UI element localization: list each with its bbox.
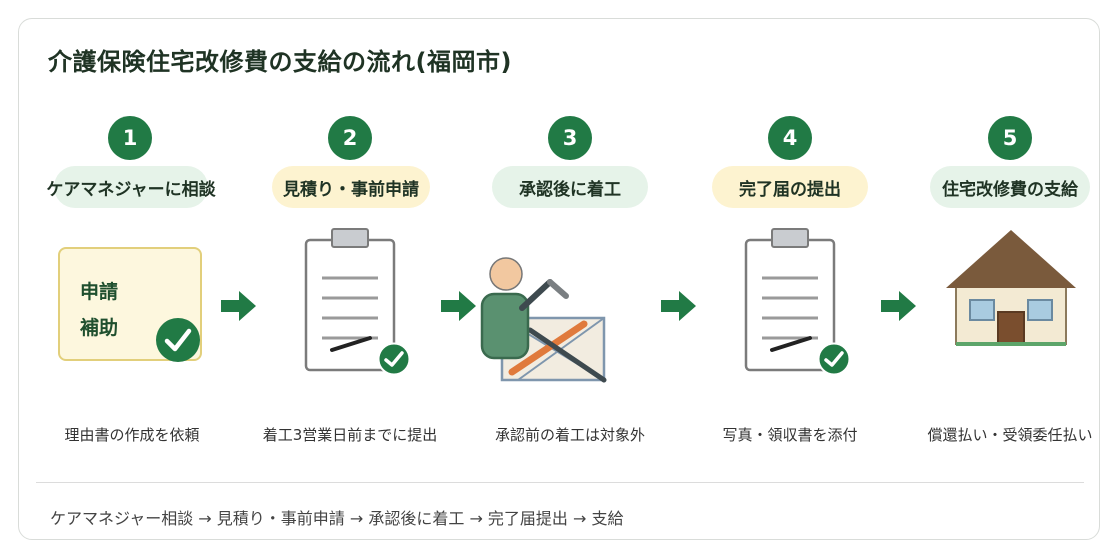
step-5-label-pill: 住宅改修費の支給: [930, 166, 1090, 208]
step-3-label-pill: 承認後に着工: [492, 166, 648, 208]
application-box-line2: 補助: [80, 317, 119, 339]
house-icon: [946, 230, 1076, 346]
step-4-badge: 4: [768, 116, 812, 160]
step-5-note: 償還払い・受領委任払い: [927, 426, 1093, 444]
step-1-note: 理由書の作成を依頼: [64, 426, 200, 444]
step-3-badge: 3: [548, 116, 592, 160]
step-2-badge: 2: [328, 116, 372, 160]
step-5-label: 住宅改修費の支給: [942, 179, 1078, 200]
step-4-label-pill: 完了届の提出: [712, 166, 868, 208]
arrow-right-icon: [661, 291, 696, 321]
step-2-label: 見積り・事前申請: [283, 179, 419, 200]
arrow-right-icon: [881, 291, 916, 321]
arrow-right-icon: [441, 291, 476, 321]
clipboard-icon: [304, 228, 396, 372]
step-4-label: 完了届の提出: [739, 179, 841, 200]
step-1-label-pill: ケアマネジャーに相談: [46, 166, 216, 208]
step-5-badge: 5: [988, 116, 1032, 160]
page-title: 介護保険住宅改修費の支給の流れ(福岡市): [48, 48, 512, 76]
flow-summary: ケアマネジャー相談 → 見積り・事前申請 → 承認後に着工 → 完了届提出 → …: [50, 509, 624, 528]
step-4-note: 写真・領収書を添付: [722, 426, 858, 444]
check-icon: [156, 318, 200, 362]
application-box: 申請 補助: [58, 247, 202, 361]
clipboard-icon: [744, 228, 836, 372]
step-1-badge: 1: [108, 116, 152, 160]
check-icon: [817, 342, 851, 376]
divider: [36, 482, 1084, 483]
check-icon: [377, 342, 411, 376]
step-2-label-pill: 見積り・事前申請: [272, 166, 430, 208]
step-2-note: 着工3営業日前までに提出: [262, 426, 438, 444]
step-1-label: ケアマネジャーに相談: [46, 179, 216, 200]
step-3-label: 承認後に着工: [519, 179, 621, 200]
arrow-right-icon: [221, 291, 256, 321]
step-3-note: 承認前の着工は対象外: [494, 426, 645, 444]
application-box-line1: 申請: [80, 281, 119, 303]
worker-icon: [480, 257, 607, 383]
